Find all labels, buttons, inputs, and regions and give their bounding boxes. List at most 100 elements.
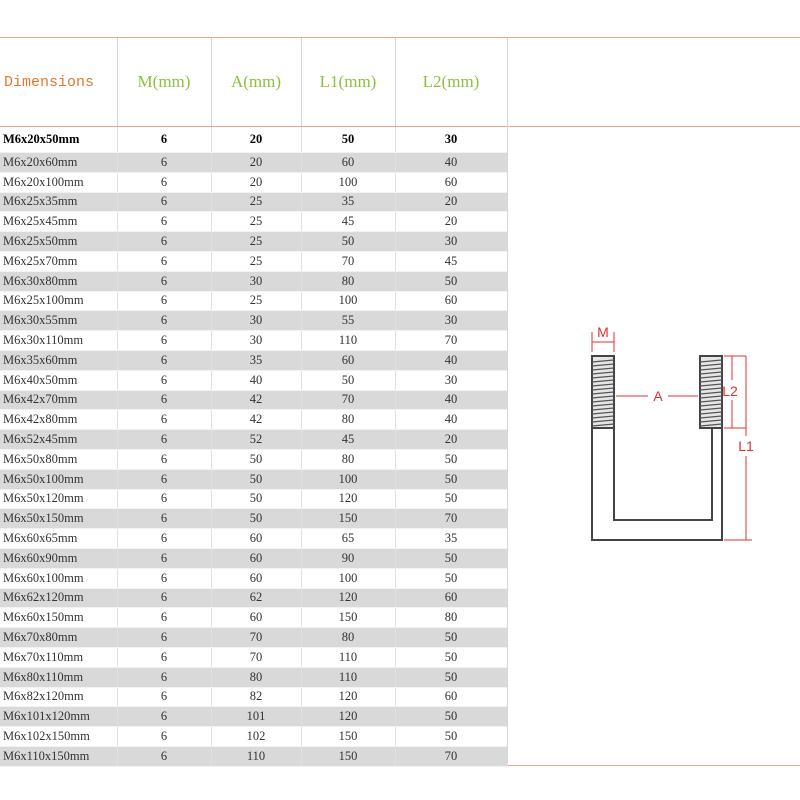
cell-a: 110 xyxy=(211,746,302,767)
cell-dimension: M6x20x100mm xyxy=(0,172,118,193)
cell-l2: 80 xyxy=(395,607,508,629)
dimension-m xyxy=(591,332,615,352)
cell-l1: 50 xyxy=(301,370,396,391)
cell-a: 25 xyxy=(211,211,302,233)
header-l2: L2(mm) xyxy=(395,38,508,127)
cell-dimension: M6x62x120mm xyxy=(0,588,118,609)
cell-dimension: M6x60x90mm xyxy=(0,548,118,569)
cell-l1: 150 xyxy=(301,508,396,530)
cell-l1: 100 xyxy=(301,568,396,589)
cell-m: 6 xyxy=(117,251,212,272)
cell-m: 6 xyxy=(117,370,212,391)
header-m: M(mm) xyxy=(117,38,212,127)
cell-m: 6 xyxy=(117,330,212,351)
cell-m: 6 xyxy=(117,271,212,292)
cell-dimension: M6x50x100mm xyxy=(0,469,118,490)
cell-m: 6 xyxy=(117,172,212,193)
cell-l2: 70 xyxy=(395,508,508,530)
cell-m: 6 xyxy=(117,746,212,767)
cell-dimension: M6x82x120mm xyxy=(0,687,118,708)
cell-dimension: M6x40x50mm xyxy=(0,370,118,391)
cell-m: 6 xyxy=(117,548,212,569)
cell-l2: 50 xyxy=(395,271,508,292)
cell-l2: 20 xyxy=(395,192,508,213)
cell-l2: 45 xyxy=(395,251,508,272)
cell-dimension: M6x101x120mm xyxy=(0,706,118,728)
cell-l2: 50 xyxy=(395,469,508,490)
cell-dimension: M6x50x150mm xyxy=(0,508,118,530)
cell-m: 6 xyxy=(117,469,212,490)
cell-m: 6 xyxy=(117,126,212,153)
cell-l2: 50 xyxy=(395,489,508,510)
table-header-row: Dimensions M(mm) A(mm) L1(mm) L2(mm) xyxy=(0,38,508,127)
label-m: M xyxy=(597,324,609,340)
cell-l1: 35 xyxy=(301,192,396,213)
cell-a: 42 xyxy=(211,390,302,411)
cell-l1: 80 xyxy=(301,271,396,292)
cell-a: 60 xyxy=(211,528,302,549)
cell-dimension: M6x60x65mm xyxy=(0,528,118,549)
cell-a: 101 xyxy=(211,706,302,728)
cell-a: 80 xyxy=(211,667,302,688)
cell-a: 42 xyxy=(211,409,302,431)
cell-m: 6 xyxy=(117,667,212,688)
cell-dimension: M6x102x150mm xyxy=(0,726,118,747)
cell-m: 6 xyxy=(117,390,212,411)
cell-a: 30 xyxy=(211,271,302,292)
cell-l2: 40 xyxy=(395,390,508,411)
cell-l2: 70 xyxy=(395,330,508,351)
cell-a: 25 xyxy=(211,231,302,252)
cell-l1: 150 xyxy=(301,726,396,747)
cell-l2: 50 xyxy=(395,548,508,569)
cell-dimension: M6x52x45mm xyxy=(0,429,118,450)
cell-dimension: M6x60x100mm xyxy=(0,568,118,589)
cell-l1: 70 xyxy=(301,390,396,411)
cell-a: 52 xyxy=(211,429,302,450)
cell-l2: 60 xyxy=(395,687,508,708)
cell-l2: 35 xyxy=(395,528,508,549)
cell-l2: 40 xyxy=(395,409,508,431)
cell-a: 25 xyxy=(211,251,302,272)
cell-l2: 30 xyxy=(395,310,508,332)
cell-m: 6 xyxy=(117,489,212,510)
cell-l1: 120 xyxy=(301,588,396,609)
cell-l1: 45 xyxy=(301,211,396,233)
cell-m: 6 xyxy=(117,152,212,173)
cell-dimension: M6x110x150mm xyxy=(0,746,118,767)
cell-dimension: M6x25x45mm xyxy=(0,211,118,233)
header-a: A(mm) xyxy=(211,38,302,127)
cell-l2: 60 xyxy=(395,588,508,609)
cell-m: 6 xyxy=(117,310,212,332)
cell-m: 6 xyxy=(117,291,212,312)
cell-m: 6 xyxy=(117,231,212,252)
cell-dimension: M6x30x55mm xyxy=(0,310,118,332)
cell-dimension: M6x25x100mm xyxy=(0,291,118,312)
cell-l1: 110 xyxy=(301,330,396,351)
cell-a: 25 xyxy=(211,192,302,213)
cell-l2: 50 xyxy=(395,667,508,688)
cell-a: 20 xyxy=(211,126,302,153)
cell-a: 60 xyxy=(211,548,302,569)
cell-l2: 50 xyxy=(395,647,508,668)
cell-dimension: M6x42x70mm xyxy=(0,390,118,411)
header-dimensions: Dimensions xyxy=(0,38,118,127)
cell-a: 50 xyxy=(211,508,302,530)
cell-m: 6 xyxy=(117,726,212,747)
cell-l1: 80 xyxy=(301,627,396,648)
cell-dimension: M6x30x80mm xyxy=(0,271,118,292)
